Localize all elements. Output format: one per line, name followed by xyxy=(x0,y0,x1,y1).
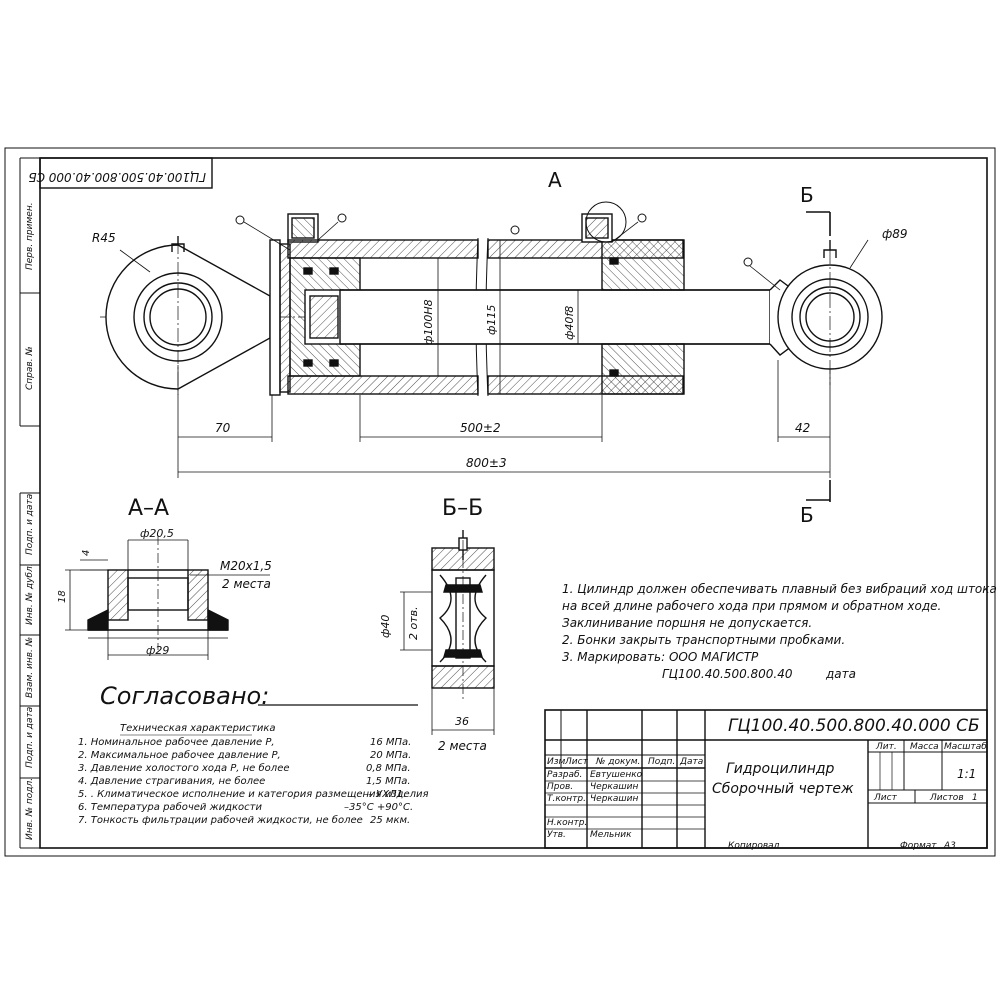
bb-places: 2 места xyxy=(438,739,487,753)
list-label: Лист xyxy=(874,793,897,803)
section-aa-drawing xyxy=(65,535,270,660)
masshtab-label: Масштаб xyxy=(944,742,987,752)
radius-label: R45 xyxy=(92,231,116,245)
tech-spec-label: 7. Тонкость фильтрации рабочей жидкости,… xyxy=(78,815,363,826)
main-dimensions xyxy=(119,239,869,478)
section-aa-title: А–А xyxy=(128,496,170,521)
note-line: 3. Маркировать: ООО МАГИСТР xyxy=(562,650,759,664)
drawing-name-line2: Сборочный чертеж xyxy=(712,781,854,797)
dim-42-label: 42 xyxy=(795,421,811,435)
side-label-vzam-inv: Взам. инв. № xyxy=(25,636,35,698)
aa-places-label: 2 места xyxy=(222,577,271,591)
lit-label: Лит. xyxy=(876,742,897,752)
dia-outer-label: ф115 xyxy=(485,304,498,335)
tech-spec-value: 1,5 МПа. xyxy=(366,776,411,787)
section-a-label: А xyxy=(548,168,562,192)
code-stamp-box xyxy=(39,157,213,189)
side-label-perv-primen: Перв. примен. xyxy=(25,202,35,270)
note-line: 2. Бонки закрыть транспортными пробками. xyxy=(562,633,846,647)
nkontr-label: Н.контр. xyxy=(547,818,588,828)
tech-spec-value: 0,8 МПа. xyxy=(366,763,411,774)
tkontr-label: Т.контр. xyxy=(547,794,587,804)
tech-spec-value: 16 МПа. xyxy=(370,737,412,748)
aa-dia-29: ф29 xyxy=(146,644,170,657)
side-label-podp-data-2: Подп. и дата xyxy=(25,706,35,768)
inner-frame xyxy=(39,157,988,849)
side-label-podp-data-1: Подп. и дата xyxy=(25,493,35,555)
title-block-grid xyxy=(544,709,988,849)
listov-value: 1 xyxy=(972,793,978,803)
aa-dim-4: 4 xyxy=(81,549,92,556)
utv-label: Утв. xyxy=(547,830,566,840)
col-data: Дата xyxy=(680,757,704,767)
kopiroval-label: Копировал xyxy=(728,841,780,851)
agreed-label: Согласовано: xyxy=(100,682,270,710)
format-label: Формат xyxy=(900,841,937,851)
tech-spec-value: –35°С +90°С. xyxy=(344,802,414,813)
dim-500-label: 500±2 xyxy=(460,421,501,435)
note-line: 1. Цилиндр должен обеспечивать плавный б… xyxy=(562,582,997,596)
code-stamp-top: ГЦ100.40.500.800.40.000 СБ xyxy=(28,170,206,184)
dim-800-label: 800±3 xyxy=(466,456,507,470)
dia-rod-label: ф40f8 xyxy=(563,305,576,340)
section-bb-drawing xyxy=(400,530,495,735)
dia-89-label: ф89 xyxy=(882,227,908,241)
dia-bore-label: ф100Н8 xyxy=(422,299,435,345)
tech-spec-label: 1. Номинальное рабочее давление Р, xyxy=(78,737,275,748)
note-line: на всей длине рабочего хода при прямом и… xyxy=(562,599,942,613)
format-value: А3 xyxy=(944,841,956,851)
section-b-bottom-label: Б xyxy=(800,503,814,527)
utv-name: Мельник xyxy=(590,830,632,840)
side-label-inv-dubl: Инв. № дубл. xyxy=(25,563,35,625)
section-bb-title: Б–Б xyxy=(442,496,484,521)
tech-spec-label: 5. . Климатическое исполнение и категори… xyxy=(78,789,429,800)
side-label-inv-podl: Инв. № подл. xyxy=(25,777,35,840)
marking-date: дата xyxy=(826,667,856,681)
doc-code: ГЦ100.40.500.800.40.000 СБ xyxy=(728,716,980,736)
tech-spec-label: 2. Максимальное рабочее давление Р, xyxy=(78,750,281,761)
dim-70-label: 70 xyxy=(215,421,231,435)
razrab-label: Разраб. xyxy=(547,770,583,780)
side-label-sprav-no: Справ. № xyxy=(25,346,35,390)
tech-title: Техническая характеристика xyxy=(120,723,276,734)
note-line: Заклинивание поршня не допускается. xyxy=(562,616,813,630)
aa-dim-18: 18 xyxy=(57,590,68,603)
tech-spec-label: 6. Температура рабочей жидкости xyxy=(78,802,262,813)
tech-spec-value: – УХЛ1. xyxy=(368,789,407,800)
bb-holes: 2 отв. xyxy=(407,606,420,640)
tech-spec-label: 4. Давление страгивания, не более xyxy=(78,776,266,787)
col-doc: № докум. xyxy=(596,757,641,767)
section-markers xyxy=(806,211,831,502)
razrab-name: Евтушенко xyxy=(590,770,643,780)
bb-dia-40: ф40 xyxy=(379,614,392,638)
listov-label: Листов xyxy=(930,793,964,803)
tech-spec-value: 25 мкм. xyxy=(370,815,411,826)
prov-label: Пров. xyxy=(547,782,574,792)
bb-dim-36: 36 xyxy=(455,715,469,728)
tech-spec-label: 3. Давление холостого хода Р, не более xyxy=(78,763,290,774)
aa-thread-label: М20х1,5 xyxy=(220,559,272,573)
tkontr-name: Черкашин xyxy=(590,794,639,804)
col-list: Лист xyxy=(565,757,588,767)
prov-name: Черкашин xyxy=(590,782,639,792)
tech-spec-value: 20 МПа. xyxy=(370,750,412,761)
outer-frame xyxy=(4,147,996,857)
main-view xyxy=(100,201,883,397)
col-podp: Подп. xyxy=(648,757,676,767)
drawing-name-line1: Гидроцилиндр xyxy=(726,761,835,777)
scale-value: 1:1 xyxy=(957,767,977,781)
marking-code: ГЦ100.40.500.800.40 xyxy=(662,667,793,681)
massa-label: Масса xyxy=(910,742,939,752)
col-izm: Изм xyxy=(547,757,566,767)
section-b-top-label: Б xyxy=(800,183,814,207)
side-strip xyxy=(19,157,40,849)
aa-dia-20-5: ф20,5 xyxy=(140,527,174,540)
